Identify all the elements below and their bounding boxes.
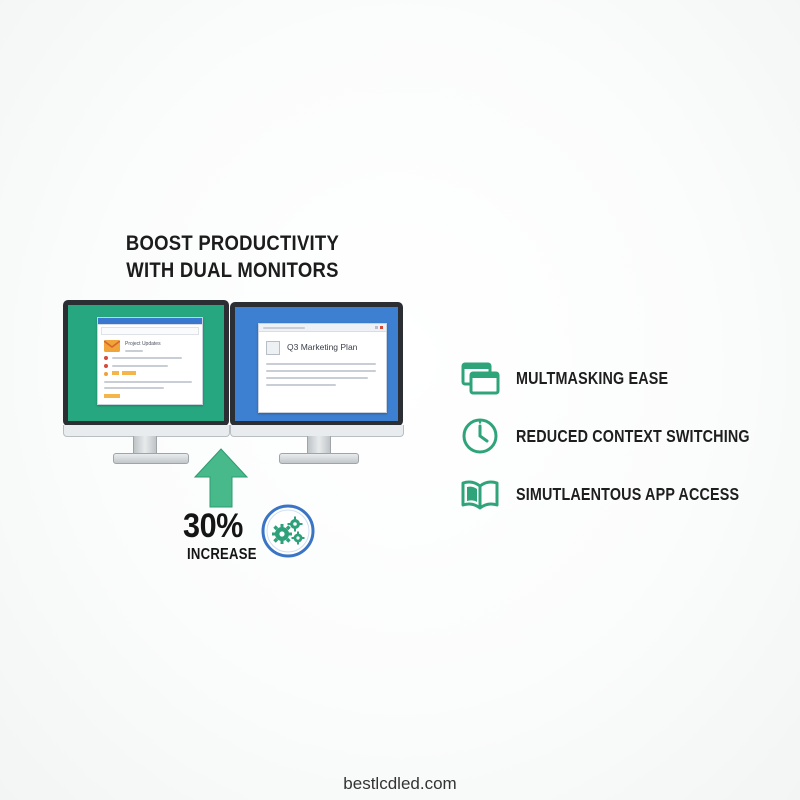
document-thumbnail (266, 341, 280, 355)
text-line (266, 384, 336, 386)
text-line (266, 363, 376, 365)
close-icon (380, 326, 383, 329)
text-line (112, 365, 168, 367)
right-monitor-foot (279, 453, 359, 464)
headline: BOOST PRODUCTIVITY WITH DUAL MONITORS (119, 230, 347, 284)
up-arrow-icon (193, 448, 249, 508)
benefit-item: REDUCED CONTEXT SWITCHING (460, 416, 780, 456)
stat-value: 30% (183, 507, 243, 545)
benefit-label: MULTMASKING EASE (516, 368, 669, 388)
text-line (266, 377, 368, 379)
right-monitor-screen: Q3 Marketing Plan (235, 307, 398, 421)
maximize-icon (375, 326, 378, 329)
mail-icon (104, 340, 120, 352)
left-monitor-neck (133, 436, 157, 454)
marketing-plan-window: Q3 Marketing Plan (258, 323, 387, 413)
project-updates-window: Project Updates (97, 317, 203, 405)
text-line (104, 387, 164, 389)
footer-site: bestlcdled.com (343, 774, 457, 793)
benefit-item: MULTMASKING EASE (460, 358, 760, 398)
status-dot-orange (104, 372, 108, 376)
address-bar (101, 327, 199, 335)
right-monitor-neck (307, 436, 331, 454)
window-title: Project Updates (125, 341, 161, 347)
tab-strip (263, 327, 305, 329)
tag (122, 371, 136, 375)
windows-icon (461, 362, 500, 395)
gears-icon (261, 504, 315, 558)
book-icon (461, 480, 499, 510)
text-line (266, 370, 376, 372)
benefit-label: REDUCED CONTEXT SWITCHING (516, 426, 750, 446)
text-line (125, 350, 143, 352)
window-title-bar (98, 318, 202, 325)
tag (112, 371, 119, 375)
left-monitor-screen: Project Updates (68, 305, 224, 421)
headline-line-2: WITH DUAL MONITORS (126, 258, 339, 282)
tag (104, 394, 120, 398)
status-dot-red (104, 356, 108, 360)
window-title-bar (259, 324, 386, 332)
clock-icon (462, 418, 498, 454)
stat-label: INCREASE (187, 546, 257, 563)
text-line (112, 357, 182, 359)
headline-line-1: BOOST PRODUCTIVITY (125, 231, 340, 255)
left-monitor-foot (113, 453, 189, 464)
benefit-label: SIMUTLAENTOUS APP ACCESS (516, 484, 740, 504)
window-title: Q3 Marketing Plan (287, 342, 358, 352)
status-dot-red (104, 364, 108, 368)
text-line (104, 381, 192, 383)
benefit-item: SIMUTLAENTOUS APP ACCESS (460, 474, 780, 514)
